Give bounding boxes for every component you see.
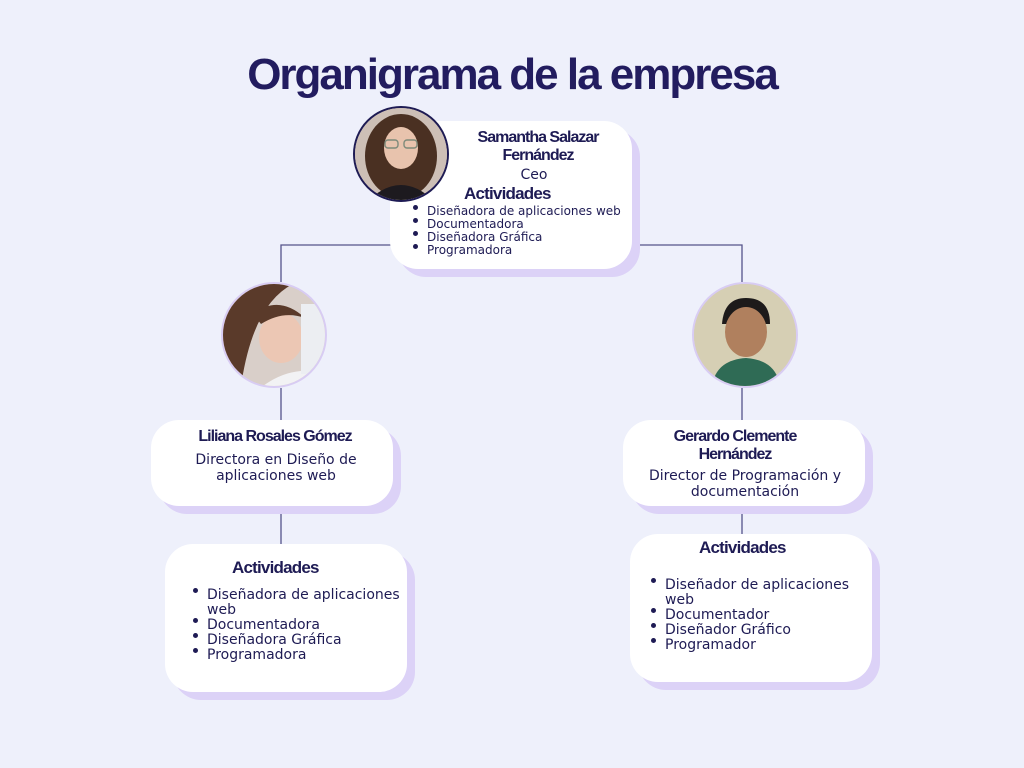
list-item: Programadora — [413, 244, 621, 257]
right-director-avatar — [692, 282, 798, 388]
list-item: Documentadora — [413, 218, 621, 231]
list-item: Diseñadora Gráfica — [193, 633, 403, 648]
left-director-card: Liliana Rosales Gómez Directora en Diseñ… — [151, 420, 393, 506]
right-director-card: Gerardo Clemente Hernández Director de P… — [623, 420, 865, 506]
page-title: Organigrama de la empresa — [247, 50, 779, 99]
list-item: Documentador — [651, 608, 861, 623]
list-item: Diseñadora de aplicaciones web — [193, 588, 403, 618]
right-activities-card: Actividades Diseñador de aplicaciones we… — [630, 534, 872, 682]
list-item: Diseñador de aplicaciones web — [651, 578, 861, 608]
ceo-card: Samantha Salazar Fernández Ceo Actividad… — [390, 121, 632, 269]
list-item: Programador — [651, 638, 861, 653]
right-director-role: Director de Programación y documentación — [648, 468, 842, 500]
ceo-name: Samantha Salazar Fernández — [477, 129, 600, 164]
left-activities-title: Actividades — [232, 558, 319, 577]
right-director-name: Gerardo Clemente Hernández — [673, 428, 798, 463]
list-item: Diseñadora Gráfica — [413, 231, 621, 244]
right-activities-list: Diseñador de aplicaciones web Documentad… — [651, 578, 861, 653]
left-director-name: Liliana Rosales Gómez — [198, 428, 352, 445]
left-activities-list: Diseñadora de aplicaciones web Documenta… — [193, 588, 403, 663]
ceo-activities-title: Actividades — [464, 184, 551, 203]
list-item: Programadora — [193, 648, 403, 663]
left-director-role: Directora en Diseño de aplicaciones web — [195, 452, 357, 484]
list-item: Diseñadora de aplicaciones web — [413, 204, 621, 218]
ceo-avatar — [353, 106, 449, 202]
ceo-activities-list: Diseñadora de aplicaciones web Documenta… — [413, 204, 621, 257]
ceo-role: Ceo — [520, 167, 548, 183]
list-item: Documentadora — [193, 618, 403, 633]
right-activities-title: Actividades — [699, 538, 786, 557]
connector-ceo-right — [636, 244, 743, 282]
connector-ceo-left — [280, 244, 392, 282]
left-director-avatar — [221, 282, 327, 388]
list-item: Diseñador Gráfico — [651, 623, 861, 638]
left-activities-card: Actividades Diseñadora de aplicaciones w… — [165, 544, 407, 692]
